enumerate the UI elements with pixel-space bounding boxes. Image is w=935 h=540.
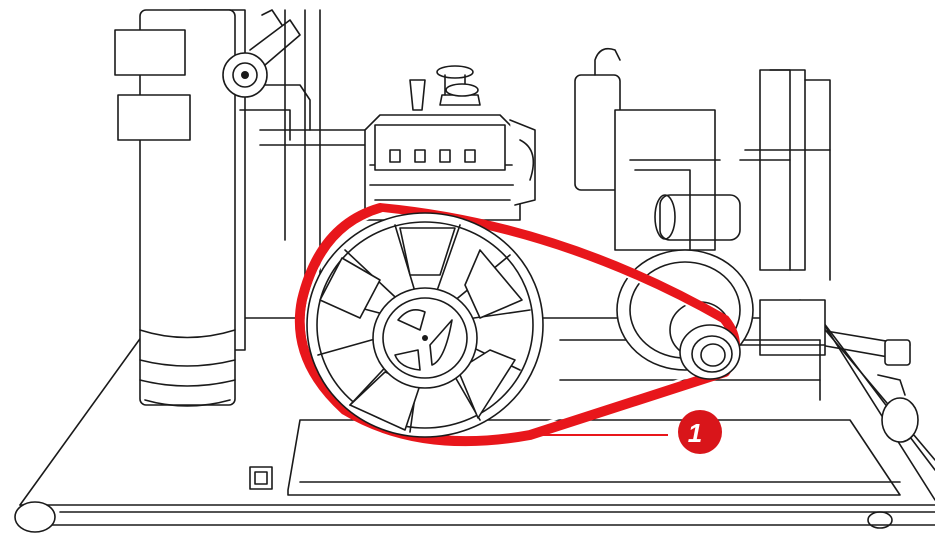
pipe-manifold [222,9,381,146]
compressor-head [364,65,536,221]
drive-belt [294,203,740,447]
motor-assembly [559,47,919,443]
motor-pulley [679,324,741,380]
base-frame [14,299,935,533]
left-tanks [114,9,321,407]
callout-marker [678,410,722,454]
callout-1: 1 [505,410,722,454]
callout-label: 1 [688,418,702,448]
flywheel [306,212,544,438]
